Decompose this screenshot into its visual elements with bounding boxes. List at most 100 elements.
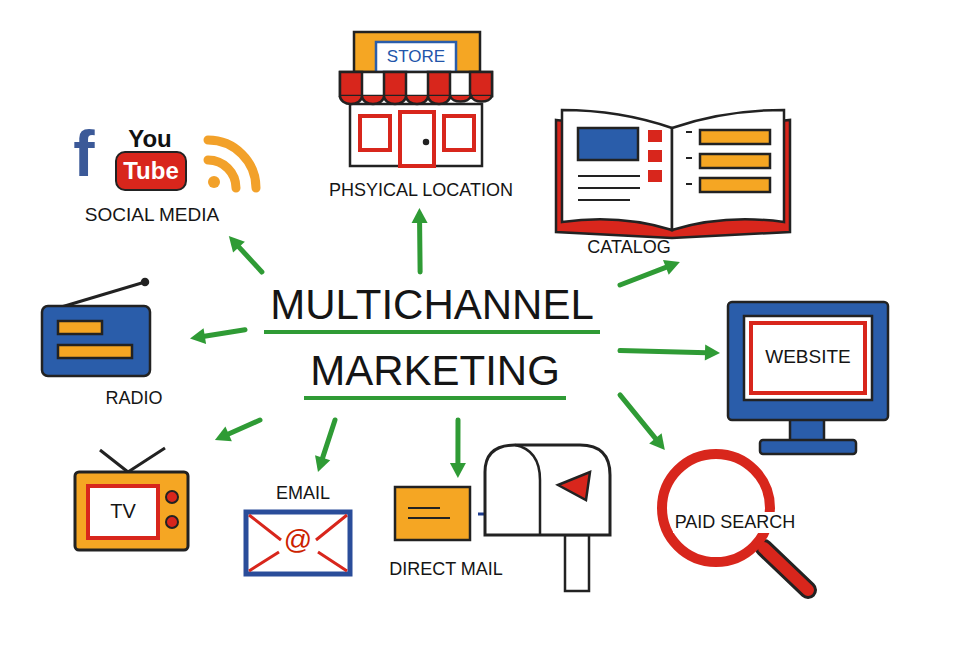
email-envelope (246, 512, 350, 574)
node-label: RADIO (105, 388, 162, 409)
channel-arrow (620, 260, 680, 285)
store-illustration (424, 140, 428, 144)
catalog-book (672, 110, 784, 230)
hub-node: MULTICHANNEL MARKETING (245, 272, 620, 420)
website-node: WEBSITE (720, 295, 895, 463)
store-illustration (376, 42, 456, 72)
radio-illustration (58, 345, 132, 358)
arrow-shaft (620, 350, 707, 352)
radio-node: RADIO (35, 276, 190, 412)
store-illustration (384, 72, 406, 96)
youtube-badge (116, 152, 186, 190)
magnifier-icon (764, 548, 808, 590)
website-monitor (790, 418, 824, 442)
email-node: EMAIL @ (240, 472, 355, 578)
node-label: SOCIAL MEDIA (85, 204, 219, 226)
catalog-book (562, 110, 672, 230)
arrow-shaft (238, 246, 262, 272)
arrow-shaft (620, 395, 657, 440)
store-illustration (340, 72, 492, 96)
arrow-head (412, 208, 428, 223)
tv-illustration (75, 472, 188, 550)
channel-arrow (229, 236, 262, 272)
website-monitor (751, 323, 865, 393)
magnifier-icon (662, 454, 808, 590)
website-monitor (744, 316, 872, 400)
store-illustration (470, 72, 492, 96)
radio-illustration (142, 279, 148, 285)
rss-icon (208, 140, 256, 188)
email-envelope (249, 515, 347, 571)
channel-arrow (620, 395, 665, 450)
tv-node: TV (70, 440, 225, 555)
tv-illustration (100, 448, 165, 472)
arrow-head (315, 455, 330, 472)
catalog-book (700, 130, 770, 144)
catalog-node: CATALOG (560, 100, 795, 262)
store-illustration (444, 116, 474, 150)
rss-icon (208, 160, 236, 188)
direct-mail-illustration (485, 445, 610, 535)
store-illustration (360, 116, 390, 150)
node-label: @ (282, 524, 314, 556)
channel-arrow (620, 345, 720, 361)
channel-arrow (412, 208, 428, 272)
direct-mail-illustration (558, 472, 590, 500)
node-label: PAID SEARCH (673, 512, 798, 533)
channel-arrow (450, 420, 466, 478)
node-label: MARKETING (304, 350, 566, 400)
catalog-book (578, 128, 638, 160)
catalog-book (686, 132, 692, 184)
arrow-shaft (227, 420, 260, 435)
node-label: PHSYICAL LOCATION (329, 180, 513, 201)
arrow-shaft (322, 420, 335, 460)
website-monitor (728, 302, 888, 454)
tv-illustration (88, 486, 158, 538)
node-label: You (128, 125, 172, 153)
paid-search-node: PAID SEARCH (650, 450, 815, 600)
store-illustration (400, 112, 434, 166)
node-label: EMAIL (276, 483, 330, 504)
store-illustration (340, 72, 362, 96)
rss-icon (208, 140, 256, 188)
arrow-head (450, 463, 466, 478)
rss-icon (208, 176, 220, 188)
arrow-shaft (620, 267, 668, 285)
arrow-shaft (417, 221, 423, 272)
catalog-book (648, 170, 662, 182)
direct-mail-illustration (408, 508, 450, 518)
tv-illustration (75, 448, 188, 550)
store-illustration (350, 104, 482, 166)
catalog-book (700, 154, 770, 168)
arrow-head (705, 345, 720, 361)
direct-mail-illustration (515, 445, 540, 535)
arrow-head (190, 328, 206, 344)
node-label: f (73, 118, 94, 192)
social-media-node: fYouTubeSOCIAL MEDIA (55, 118, 267, 236)
catalog-book (648, 130, 662, 142)
website-monitor (760, 440, 856, 454)
direct-mail-illustration (565, 535, 589, 591)
arrow-head (649, 433, 665, 450)
radio-illustration (42, 279, 150, 376)
catalog-book (648, 150, 662, 162)
email-envelope (246, 512, 350, 574)
direct-mail-node: DIRECT MAIL (380, 478, 512, 588)
node-label: DIRECT MAIL (389, 559, 503, 580)
arrow-shaft (455, 420, 460, 465)
radio-illustration (42, 306, 150, 376)
node-label: MULTICHANNEL (264, 284, 600, 334)
channel-arrow (215, 420, 260, 441)
channel-arrow (315, 420, 335, 472)
node-label: WEBSITE (765, 346, 851, 368)
catalog-book (700, 178, 770, 192)
store-illustration (340, 32, 492, 166)
arrow-shaft (203, 330, 245, 337)
node-label: TV (110, 500, 136, 523)
website-monitor (728, 302, 888, 420)
catalog-book (578, 176, 640, 200)
catalog-book (556, 110, 790, 238)
radio-illustration (58, 321, 102, 334)
arrow-head (229, 236, 245, 252)
